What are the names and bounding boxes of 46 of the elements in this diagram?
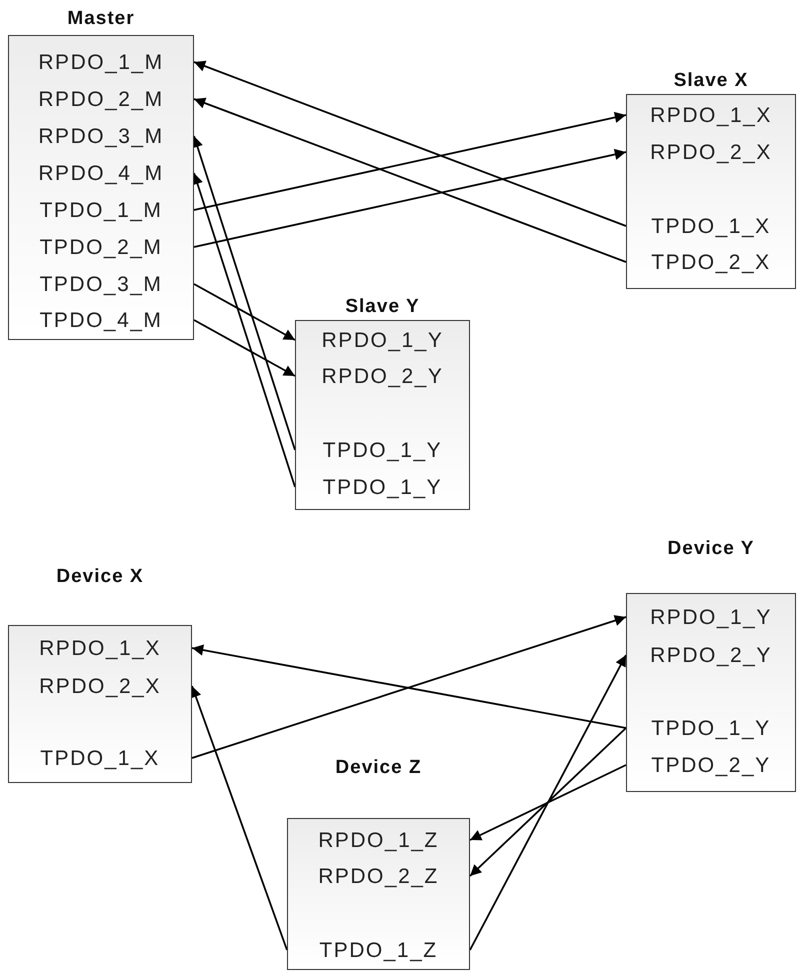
pdo-label: RPDO_1_Y [627, 603, 795, 633]
pdo-label: TPDO_1_X [9, 744, 191, 774]
device-title: Device Y [666, 538, 756, 560]
arrow [192, 644, 626, 729]
pdo-label: RPDO_2_Y [296, 362, 469, 392]
pdo-label: RPDO_2_M [9, 85, 193, 115]
pdo-label: TPDO_4_M [9, 306, 193, 336]
arrow [190, 686, 288, 950]
device-title: Slave X [672, 70, 750, 92]
arrow [469, 654, 627, 950]
pdo-label: RPDO_1_Z [288, 826, 469, 856]
pdo-label: RPDO_1_X [9, 634, 191, 664]
arrow [194, 319, 296, 377]
pdo-label: TPDO_1_Y [296, 436, 469, 466]
pdo-label: TPDO_1_Y [627, 714, 795, 744]
arrow [194, 112, 626, 211]
device-title: Slave Y [344, 296, 421, 318]
pdo-label: TPDO_1_Z [288, 936, 469, 966]
pdo-label: TPDO_2_Y [627, 751, 795, 781]
arrow [194, 283, 296, 341]
arrow [470, 764, 626, 841]
pdo-label: TPDO_1_M [9, 196, 193, 226]
pdo-label: RPDO_1_X [627, 101, 795, 131]
pdo-label: TPDO_1_Y [296, 473, 469, 503]
pdo-label: RPDO_1_M [9, 48, 193, 78]
pdo-label: RPDO_2_X [9, 672, 191, 702]
arrow [194, 98, 626, 263]
pdo-label: TPDO_3_M [9, 270, 193, 300]
device-title: Device X [55, 566, 145, 588]
pdo-label: RPDO_2_Y [627, 641, 795, 671]
device-title: Master [66, 8, 136, 30]
pdo-label: RPDO_3_M [9, 122, 193, 152]
pdo-label: RPDO_1_Y [296, 326, 469, 356]
arrow [194, 148, 626, 248]
pdo-label: RPDO_2_X [627, 138, 795, 168]
arrow [192, 172, 296, 488]
pdo-label: RPDO_4_M [9, 159, 193, 189]
pdo-label: TPDO_2_M [9, 233, 193, 263]
arrow [194, 60, 626, 227]
arrow [469, 727, 627, 877]
arrow [192, 615, 626, 759]
pdo-label: TPDO_1_X [627, 212, 795, 242]
pdo-label: TPDO_2_X [627, 248, 795, 278]
arrow [192, 136, 296, 450]
device-title: Device Z [334, 757, 423, 779]
pdo-label: RPDO_2_Z [288, 862, 469, 892]
